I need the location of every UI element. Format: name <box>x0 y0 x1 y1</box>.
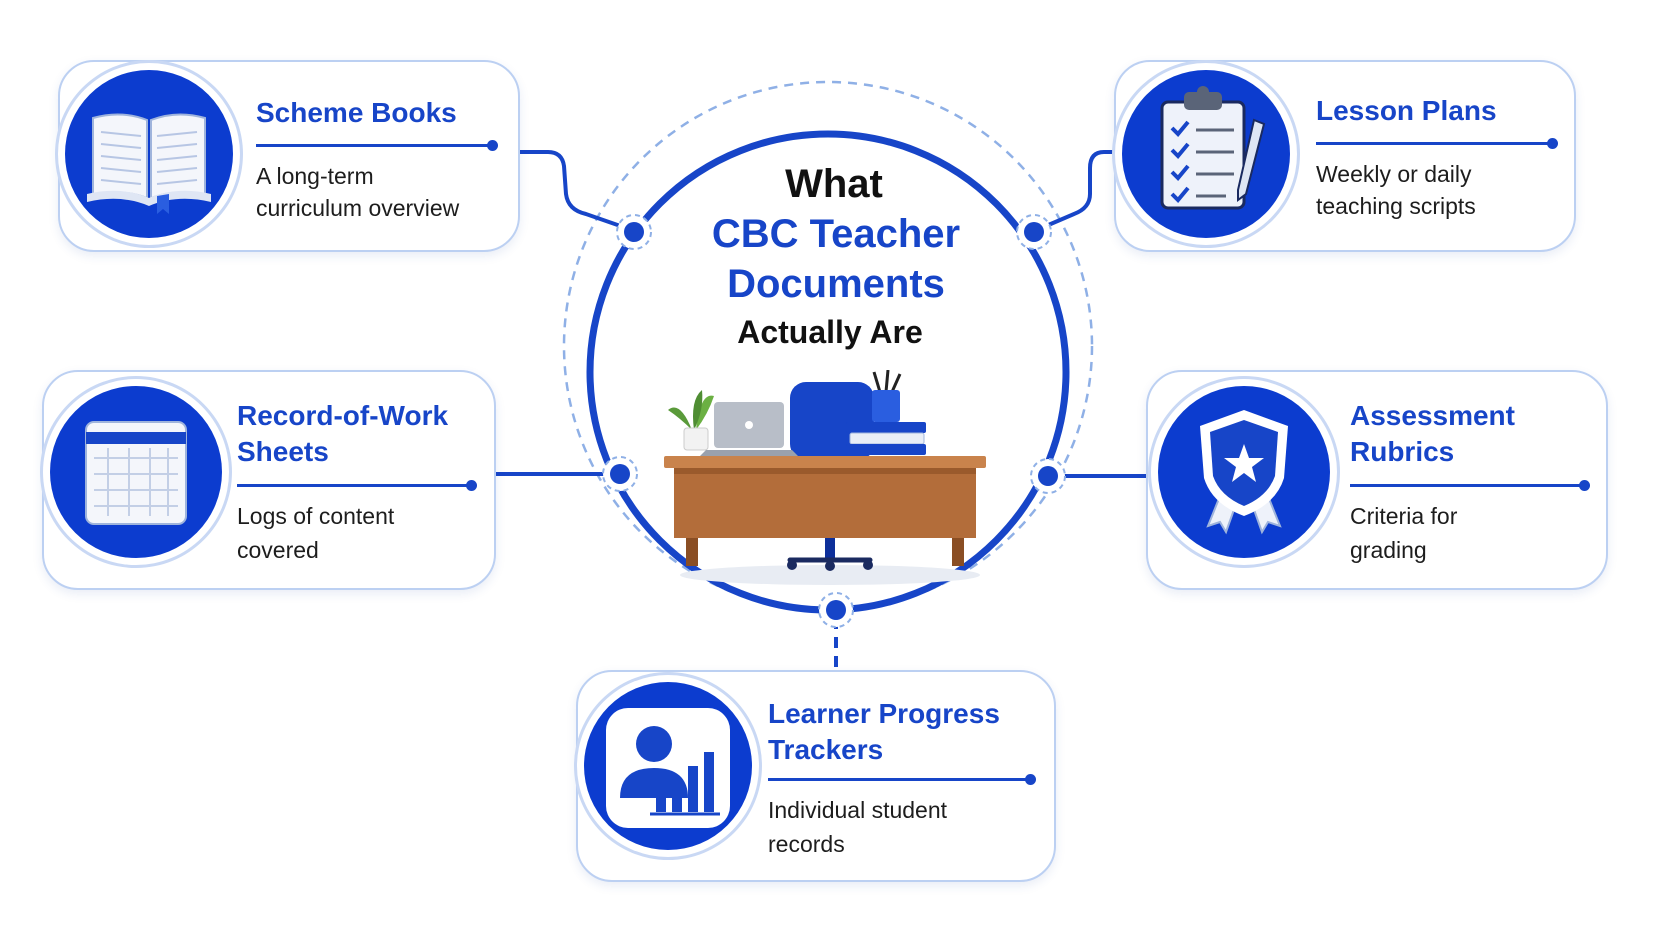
card-description-line-2: covered <box>237 537 319 563</box>
card-description-line-2: teaching scripts <box>1316 193 1476 219</box>
outer-dashed-ring <box>562 80 1094 612</box>
card-description-line-2: grading <box>1350 537 1427 563</box>
calendar-grid-icon <box>50 386 222 558</box>
card-divider <box>256 140 498 150</box>
card-title-line-2: Trackers <box>768 734 884 765</box>
node-dots <box>602 214 1066 628</box>
card-title-line-1: Assessment <box>1350 400 1515 431</box>
clipboard-checklist-icon <box>1122 70 1290 238</box>
card-description-line-2: curriculum overview <box>256 195 460 221</box>
teacher-desk-illustration <box>664 370 986 585</box>
card-description-line-2: records <box>768 831 845 857</box>
open-book-icon <box>65 70 233 238</box>
card-divider <box>237 480 477 490</box>
card-description-line-1: Criteria for <box>1350 503 1458 529</box>
laptop-icon <box>700 402 798 456</box>
shield-star-ribbon-icon <box>1158 386 1330 558</box>
plant-icon <box>668 390 714 451</box>
hub-title-line-3: Documents <box>727 262 945 306</box>
card-title-line-1: Learner Progress <box>768 698 1000 729</box>
hub-title-line-1: What <box>785 162 883 206</box>
pen-cup-icon <box>872 370 902 422</box>
card-description-line-1: Logs of content <box>237 503 395 529</box>
card-divider <box>768 774 1036 784</box>
connector-lesson <box>1031 150 1114 234</box>
connector-scheme <box>520 150 633 232</box>
card-description-line-1: Individual student <box>768 797 948 823</box>
card-title-line-1: Record-of-Work <box>237 400 449 431</box>
card-divider <box>1350 480 1590 490</box>
book-stack-icon <box>846 422 926 455</box>
card-title: Scheme Books <box>256 97 457 128</box>
card-description-line-1: Weekly or daily <box>1316 161 1472 187</box>
card-title: Lesson Plans <box>1316 95 1497 126</box>
hub-title-line-4: Actually Are <box>737 314 923 350</box>
card-description-line-1: A long-term <box>256 163 374 189</box>
student-bar-chart-icon <box>584 682 752 850</box>
hub-title-line-2: CBC Teacher <box>711 212 961 256</box>
card-title-line-2: Sheets <box>237 436 329 467</box>
card-title-line-2: Rubrics <box>1350 436 1455 467</box>
card-divider <box>1316 138 1558 148</box>
